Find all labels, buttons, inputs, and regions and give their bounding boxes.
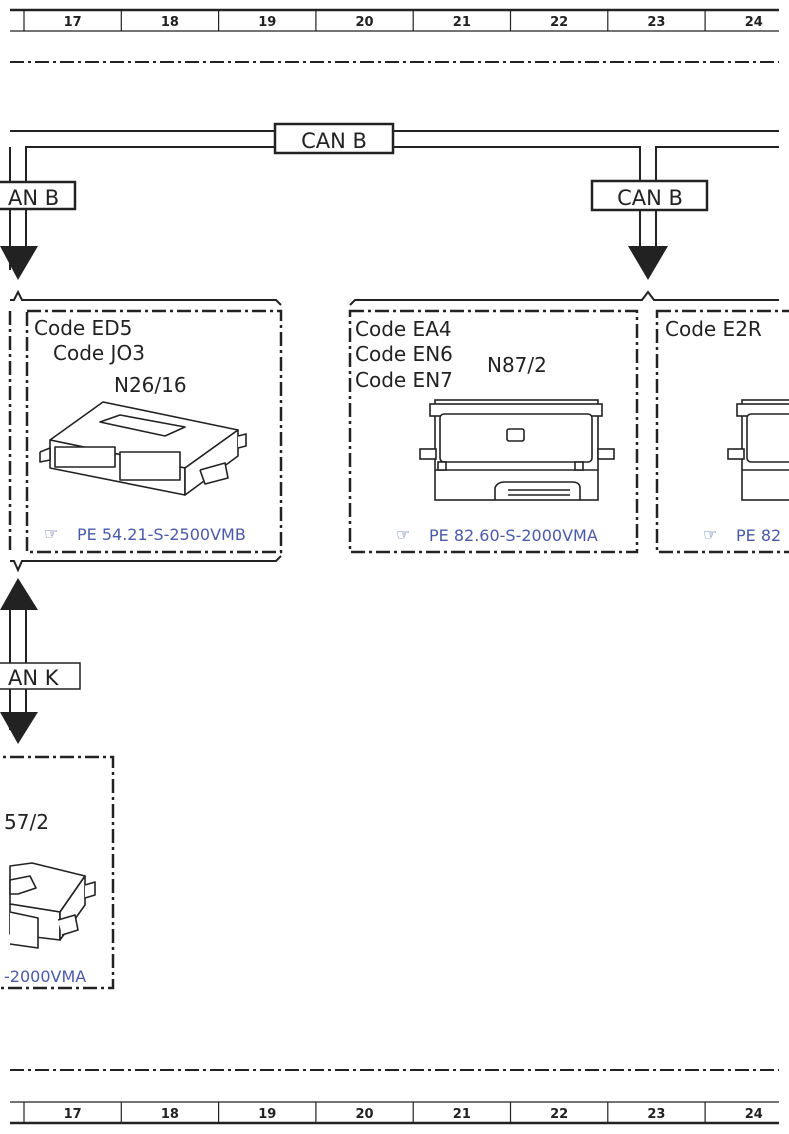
svg-text:CAN B: CAN B	[617, 186, 683, 210]
svg-text:CAN B: CAN B	[301, 129, 367, 153]
module-bracket-right	[349, 290, 779, 306]
module-lower: 57/2 -2000VMA	[0, 755, 115, 990]
hand-pointer-icon: ☞	[703, 525, 717, 544]
grid-column-number: 24	[745, 1107, 763, 1122]
bottom-grid-bar: 17 18 19 20 21 22 23 24	[10, 1101, 779, 1125]
module-e2r: Code E2R ☞ PE 82	[655, 309, 789, 554]
hand-pointer-icon: ☞	[396, 525, 410, 544]
grid-column-number: 18	[161, 15, 179, 30]
control-unit-illustration	[39, 401, 247, 496]
control-unit-illustration	[9, 862, 96, 949]
can-b-main-label: CAN B	[273, 122, 395, 155]
control-unit-illustration	[419, 399, 615, 501]
reference-link[interactable]: PE 82.60-S-2000VMA	[429, 526, 598, 545]
hand-pointer-icon: ☞	[44, 524, 58, 543]
down-arrow-icon	[0, 246, 38, 280]
grid-column-number: 22	[550, 1107, 568, 1122]
grid-column-number: 19	[258, 15, 276, 30]
can-b-bus-wires	[9, 130, 779, 270]
can-b-left-label: AN B	[0, 180, 77, 211]
grid-column-number: 19	[258, 1107, 276, 1122]
module-code: Code JO3	[53, 341, 145, 365]
component-id: N87/2	[487, 353, 547, 377]
module-bracket-left	[10, 289, 282, 573]
svg-text:AN K: AN K	[8, 666, 60, 690]
grid-column-number: 24	[745, 15, 763, 30]
grid-column-number: 22	[550, 15, 568, 30]
module-code: Code EA4	[355, 317, 452, 341]
module-code: Code E2R	[665, 317, 762, 341]
top-grid-bar: 17 18 19 20 21 22 23 24	[10, 8, 779, 32]
svg-text:AN B: AN B	[8, 186, 59, 210]
down-arrow-icon	[628, 246, 668, 280]
reference-link[interactable]: -2000VMA	[4, 967, 86, 986]
module-code: Code EN6	[355, 342, 453, 366]
grid-column-number: 23	[647, 15, 665, 30]
reference-link[interactable]: PE 54.21-S-2500VMB	[77, 525, 246, 544]
module-ed5: Code ED5 Code JO3 N26/16 ☞ PE 54.21-S-25…	[8, 309, 283, 554]
grid-column-number: 18	[161, 1107, 179, 1122]
grid-column-number: 20	[356, 15, 374, 30]
control-unit-illustration	[727, 399, 789, 501]
grid-column-number: 23	[647, 1107, 665, 1122]
grid-column-number: 17	[64, 1107, 82, 1122]
module-code: Code EN7	[355, 368, 453, 392]
can-k-label: AN K	[0, 662, 81, 690]
down-arrow-icon	[0, 712, 38, 744]
component-id: N26/16	[114, 373, 187, 397]
up-arrow-icon	[0, 578, 38, 610]
module-ea4: Code EA4 Code EN6 Code EN7 N87/2 ☞ PE 82…	[348, 309, 639, 554]
grid-column-number: 21	[453, 1107, 471, 1122]
component-id: 57/2	[4, 810, 49, 834]
grid-column-number: 17	[64, 15, 82, 30]
can-b-right-label: CAN B	[590, 179, 709, 212]
grid-column-number: 20	[356, 1107, 374, 1122]
module-code: Code ED5	[34, 316, 132, 340]
grid-column-number: 21	[453, 15, 471, 30]
reference-link[interactable]: PE 82	[736, 526, 781, 545]
